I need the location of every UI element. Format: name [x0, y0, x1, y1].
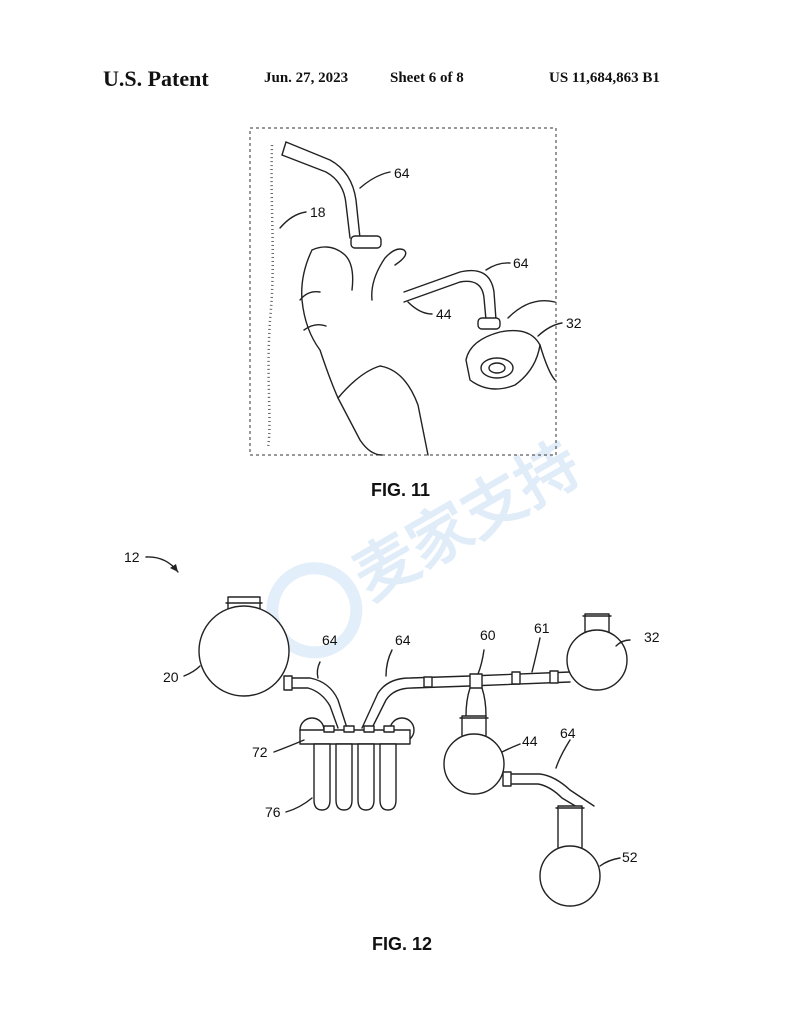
tube-collar — [350, 235, 382, 249]
label-61: 61 — [534, 620, 550, 636]
fig11-drawing — [249, 127, 563, 456]
sleeve — [337, 365, 429, 456]
tube-76-4 — [379, 743, 397, 811]
label-44-b: 44 — [522, 733, 538, 749]
label-64-b: 64 — [395, 632, 411, 648]
label-32-b: 32 — [644, 629, 660, 645]
flask-52-neck — [557, 805, 583, 851]
manifold-72 — [299, 729, 411, 745]
label-64-d: 64 — [560, 725, 576, 741]
tube-mid — [403, 269, 497, 321]
label-76: 76 — [265, 804, 281, 820]
patent-number: US 11,684,863 B1 — [549, 70, 660, 86]
patent-label: U.S. Patent — [103, 66, 209, 91]
label-32: 32 — [566, 315, 582, 331]
fig11-frame — [249, 127, 557, 456]
assembly-arrow — [145, 556, 179, 573]
flask-44 — [443, 733, 505, 795]
label-52: 52 — [622, 849, 638, 865]
tube-64-b — [361, 675, 471, 729]
fig11-caption: FIG. 11 — [371, 480, 431, 500]
flask-small — [480, 357, 514, 379]
label-18: 18 — [310, 204, 326, 220]
tube-64-a — [283, 677, 348, 729]
tube-collar-2 — [477, 317, 501, 330]
tube-top — [285, 141, 361, 239]
fig12-caption: FIG. 12 — [372, 934, 433, 954]
tube-76-2 — [335, 743, 353, 811]
label-72: 72 — [252, 744, 268, 760]
tube-branch — [465, 687, 487, 717]
tube-64-d — [502, 773, 595, 807]
label-60: 60 — [480, 627, 496, 643]
wall-texture — [266, 144, 274, 449]
tube-76-1 — [313, 743, 331, 811]
tube-top-inner — [281, 154, 351, 239]
label-64-a: 64 — [322, 632, 338, 648]
junction-60 — [469, 673, 483, 689]
patent-date: Jun. 27, 2023 — [264, 70, 349, 86]
flask-32 — [566, 629, 628, 691]
label-64-top: 64 — [394, 165, 410, 181]
label-20: 20 — [163, 669, 179, 685]
fig12-drawing — [145, 556, 631, 907]
label-12: 12 — [124, 549, 140, 565]
label-64-mid: 64 — [513, 255, 529, 271]
hand-left — [299, 246, 407, 456]
label-44: 44 — [436, 306, 452, 322]
flask-20 — [198, 605, 290, 697]
flask-52 — [539, 845, 601, 907]
tube-76-3 — [357, 743, 375, 811]
sheet-number: Sheet 6 of 8 — [390, 70, 464, 86]
connector-a — [283, 675, 293, 691]
